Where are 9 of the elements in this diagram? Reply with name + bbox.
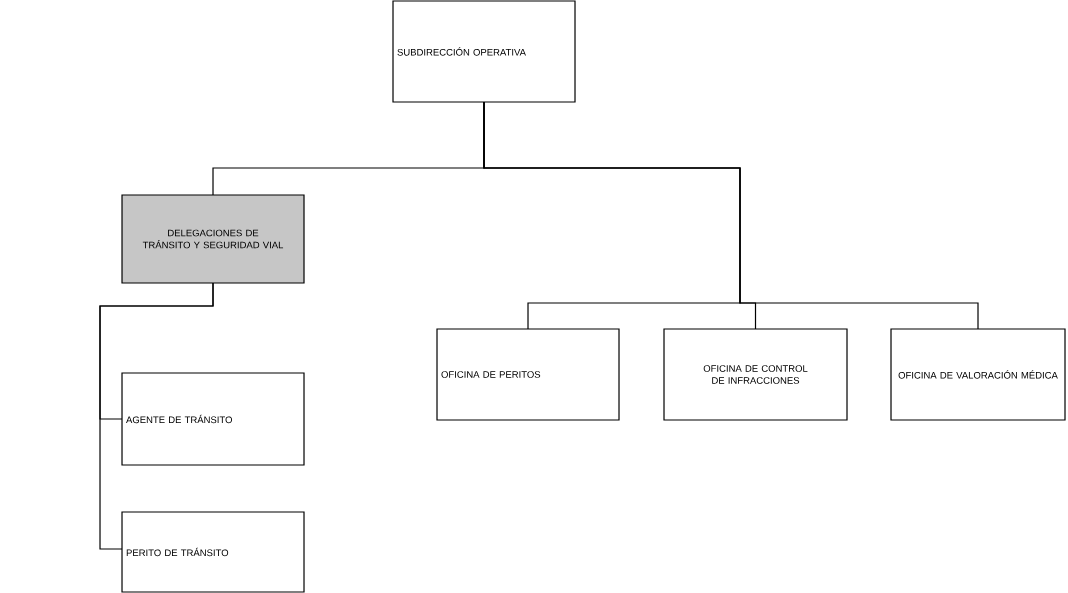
connector-line [99, 282, 214, 550]
connector-line [483, 101, 979, 330]
org-box: DELEGACIONES DE TRÁNSITO Y SEGURIDAD VIAL [121, 194, 305, 284]
org-box: OFICINA DE PERITOS [436, 328, 620, 421]
org-box: OFICINA DE VALORACIÓN MÉDICA [890, 328, 1066, 421]
org-box: OFICINA DE CONTROL DE INFRACCIONES [663, 328, 848, 421]
org-box: SUBDIRECCIÓN OPERATIVA [392, 0, 576, 103]
org-box: PERITO DE TRÁNSITO [121, 511, 305, 593]
org-box: AGENTE DE TRÁNSITO [121, 372, 305, 466]
